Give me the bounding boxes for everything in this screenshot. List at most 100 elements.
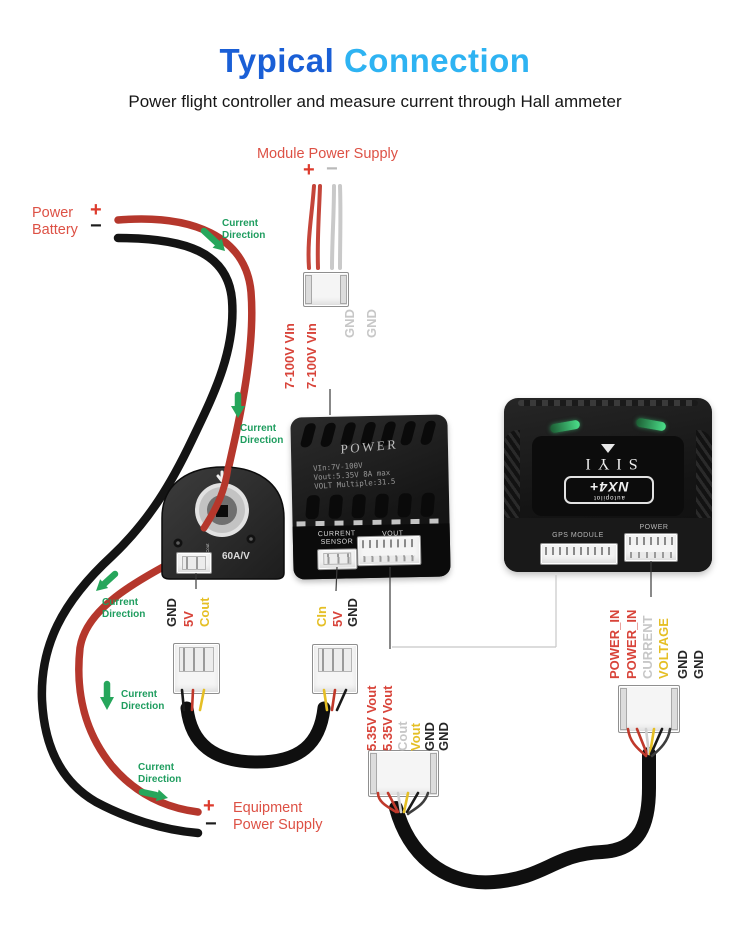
connector-pin-slots <box>179 647 214 672</box>
vout-pin-1: 5.35V Vout <box>364 685 379 751</box>
supply-red-wire-1 <box>306 184 316 270</box>
hall-sensor-port <box>176 552 212 574</box>
cs-pin-5v: 5V <box>330 611 345 627</box>
power-battery-label: Power Battery <box>32 205 78 239</box>
vout-pin-6: GND <box>436 722 451 751</box>
current-arrow-5 <box>138 788 160 799</box>
connector-latch <box>620 688 627 730</box>
power-port-label: POWER <box>639 524 669 531</box>
vout-port <box>356 534 422 567</box>
connector-slot-row <box>630 552 672 558</box>
connector-latch <box>430 753 437 794</box>
battery-plus: + <box>90 199 102 221</box>
pin-label-vin-2: 7-100V VIn <box>304 323 319 389</box>
equipment-minus: − <box>205 813 217 835</box>
connector-pin-teeth <box>629 537 673 545</box>
fc-power-cable-connector <box>618 685 680 733</box>
fc-heatsink-left <box>504 430 520 526</box>
connector-latch <box>671 688 678 730</box>
leader-lines-light <box>392 575 557 648</box>
module-supply-connector <box>303 272 349 307</box>
current-direction-label-4: Current Direction <box>121 689 164 712</box>
gps-module-port-label: GPS MODULE <box>552 532 604 539</box>
cd-line1: Current <box>138 762 175 773</box>
equipment-supply-label: Equipment Power Supply <box>233 800 322 834</box>
current-arrow-4-head <box>100 697 114 710</box>
title-word-1: Typical <box>219 42 335 79</box>
current-arrow-3-head <box>96 579 109 591</box>
current-arrow-1 <box>200 227 221 247</box>
fc-direction-triangle-icon <box>601 444 615 453</box>
fc-led-right <box>635 417 667 432</box>
gps-module-port <box>540 543 618 565</box>
current-arrow-2-head <box>231 406 245 418</box>
current-direction-label-2: Current Direction <box>240 423 283 446</box>
fc-pin-2: POWER_IN <box>624 609 639 679</box>
connector-pin-slots <box>182 556 206 570</box>
fc-model: NX4+ <box>589 479 629 495</box>
equipment-line1: Equipment <box>233 800 303 816</box>
cd-line2: Direction <box>222 229 266 241</box>
page-title: Typical Connection <box>0 42 750 80</box>
fc-pin-1: POWER_IN <box>607 609 622 679</box>
vout-pin-2: 5.35V Vout <box>380 685 395 751</box>
supply-red-wire-2 <box>315 184 322 270</box>
fc-label-panel: SIYI autopilot NX4+ <box>532 436 684 516</box>
current-sensor-port <box>317 548 358 571</box>
vout-cable-connector <box>368 750 439 797</box>
fc-heatsink-right <box>696 430 712 526</box>
cd-line2: Direction <box>102 608 146 620</box>
connector-slot-row <box>363 555 416 563</box>
battery-red-wire-upper <box>114 215 256 474</box>
current-arrow-5-head <box>155 789 168 802</box>
pin-label-vin-1: 7-100V VIn <box>282 323 297 389</box>
sensor-cable-sleeve <box>180 701 331 769</box>
current-direction-label-5: Current Direction <box>138 762 181 785</box>
fc-cable-fan <box>626 727 672 758</box>
supply-gray-wire-1 <box>330 184 336 270</box>
connector-pin-teeth <box>545 547 613 555</box>
hall-pin-cout: Cout <box>197 597 212 627</box>
cd-line2: Direction <box>138 773 182 785</box>
fc-power-port <box>624 533 678 562</box>
title-word-2: Connection <box>334 42 531 79</box>
pin-label-gnd-2: GND <box>364 309 379 338</box>
battery-minus: − <box>90 215 102 237</box>
fc-pin-3: CURRENT <box>640 615 655 679</box>
cd-line2: Direction <box>240 434 284 446</box>
cd-line1: Current <box>222 218 259 229</box>
current-in-cable-connector <box>312 644 358 694</box>
current-direction-label-3: Current Direction <box>102 597 145 620</box>
connector-pin-slots <box>318 648 352 673</box>
connector-pin-teeth <box>361 539 417 549</box>
hall-cable-connector <box>173 643 220 694</box>
cs-pin-cin: CIn <box>314 606 329 627</box>
pin-label-gnd-1: GND <box>342 309 357 338</box>
hall-pin-gnd: GND <box>164 598 179 627</box>
power-module-specs: VIn:7V-100V Vout:5.35V 8A max VOLT Multi… <box>313 459 396 491</box>
module-power-supply-label: Module Power Supply <box>256 146 399 162</box>
cd-line1: Current <box>121 689 158 700</box>
vout-pin-5: GND <box>422 722 437 751</box>
current-arrow-3 <box>100 570 119 588</box>
fc-pin-5: GND <box>675 650 690 679</box>
fc-top-connector-strip <box>518 400 698 406</box>
fc-brand-text: SIYI <box>578 455 638 472</box>
module-supply-minus: − <box>326 158 338 180</box>
hall-rating-label: 60A/V <box>222 551 250 562</box>
fc-pin-4: VOLTAGE <box>656 618 671 679</box>
connector-latch <box>340 275 347 304</box>
cd-line1: Current <box>240 423 277 434</box>
power-module-port-panel: CURRENT SENSOR VOUT <box>292 523 451 580</box>
fc-port-face: GPS MODULE POWER <box>504 518 712 572</box>
power-module-ridges-mid <box>305 492 436 520</box>
flight-controller: SIYI autopilot NX4+ GPS MODULE POWER <box>504 398 712 572</box>
fc-pin-6: GND <box>691 650 706 679</box>
page-subtitle: Power flight controller and measure curr… <box>128 92 622 111</box>
cs-pin-gnd: GND <box>345 598 360 627</box>
cd-line1: Current <box>102 597 139 608</box>
power-battery-line1: Power <box>32 205 74 221</box>
hall-pin-5v: 5V <box>181 611 196 627</box>
equipment-line2: Power Supply <box>233 817 323 833</box>
